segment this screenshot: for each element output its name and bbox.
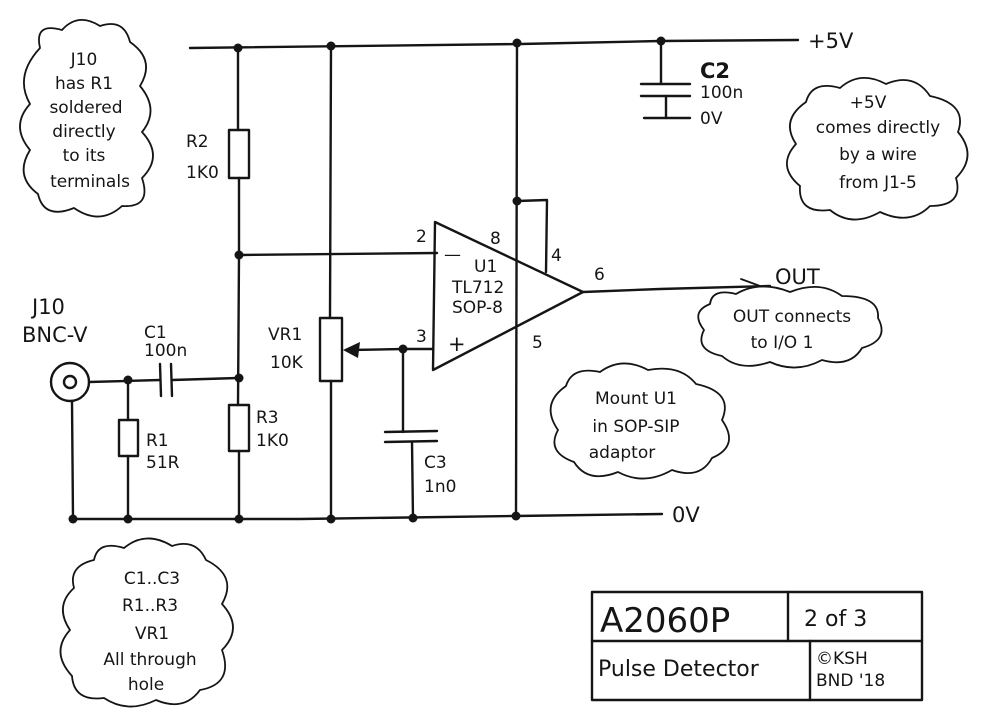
j10-note-line6: terminals (50, 172, 130, 192)
capacitor-c2: C2 100n 0V (639, 39, 743, 129)
u1-package: SOP-8 (452, 298, 503, 318)
c1-ref: C1 (144, 323, 167, 343)
out-note-line1: OUT connects (733, 307, 851, 327)
out-note-line2: to I/O 1 (751, 333, 814, 353)
j10-note-line2: has R1 (55, 74, 113, 94)
opamp-u1: — + U1 TL712 SOP-8 2 3 8 4 5 6 (416, 220, 605, 372)
j10-note-line5: to its (63, 146, 106, 166)
capacitor-c1: C1 100n (144, 323, 240, 398)
parts-note-line3: VR1 (135, 624, 169, 644)
resistor-r3: R3 1K0 (227, 253, 289, 521)
r3-value: 1K0 (256, 431, 289, 451)
pin-6: 6 (594, 265, 605, 285)
c1-value: 100n (144, 341, 187, 361)
vcc-rail-label: +5V (808, 29, 854, 53)
c2-neg: 0V (700, 109, 723, 129)
note-parts-cloud: C1..C3 R1..R3 VR1 All through hole (59, 537, 234, 708)
j10-note-line1: J10 (70, 50, 98, 70)
title-block: A2060P 2 of 3 Pulse Detector ©KSH BND '1… (590, 590, 924, 702)
r2-ref: R2 (186, 132, 209, 152)
r2-value: 1K0 (186, 163, 219, 183)
parts-note-line2: R1..R3 (122, 596, 178, 616)
u1-pin4-wire (515, 198, 549, 274)
vcc-note-line1: +5V (850, 93, 887, 113)
vr1-value: 10K (270, 353, 304, 373)
pin-4: 4 (551, 246, 562, 266)
potentiometer-vr1: VR1 10K (268, 44, 405, 521)
vcc-note-line4: from J1-5 (839, 173, 917, 193)
vcc-rail: +5V (188, 29, 854, 53)
j10-ref: J10 (30, 295, 65, 319)
drawing-title: Pulse Detector (598, 657, 760, 682)
j10-type: BNC-V (22, 323, 88, 347)
u1-part: TL712 (451, 278, 504, 298)
u1-minus: — (444, 245, 461, 265)
gnd-rail: 0V (70, 503, 700, 527)
c2-value: 100n (700, 83, 743, 103)
capacitor-c3: C3 1n0 (383, 347, 456, 521)
resistor-r2: R2 1K0 (186, 46, 251, 257)
r1-value: 51R (146, 453, 180, 473)
vr1-ref: VR1 (268, 325, 302, 345)
parts-note-line1: C1..C3 (124, 569, 180, 589)
r3-ref: R3 (256, 408, 279, 428)
vcc-note-line3: by a wire (839, 145, 917, 165)
vcc-note-line2: comes directly (816, 118, 940, 138)
gnd-rail-label: 0V (672, 503, 700, 527)
note-vcc-cloud: +5V comes directly by a wire from J1-5 (786, 77, 969, 221)
u1-plus: + (448, 332, 466, 356)
note-u1-cloud: Mount U1 in SOP-SIP adaptor (549, 362, 730, 480)
pin-3: 3 (416, 327, 427, 347)
resistor-r1: R1 51R (117, 378, 180, 521)
bnc-connector-j10: J10 BNC-V (22, 295, 162, 521)
drawing-number: A2060P (600, 601, 730, 641)
parts-note-line5: hole (128, 675, 164, 695)
u1-note-line2: in SOP-SIP (592, 417, 679, 437)
j10-note-line4: directly (52, 122, 115, 142)
output: OUT (581, 265, 820, 294)
note-j10-cloud: J10 has R1 soldered directly to its term… (19, 19, 154, 218)
pin-8: 8 (490, 229, 501, 249)
c3-ref: C3 (424, 453, 447, 473)
c2-ref: C2 (700, 59, 730, 83)
u1-note-line1: Mount U1 (595, 389, 677, 409)
r1-ref: R1 (146, 431, 169, 451)
c3-value: 1n0 (424, 477, 456, 497)
copyright: ©KSH (816, 649, 868, 669)
drawing-date: BND '18 (816, 671, 885, 691)
wire-to-pin2 (237, 251, 439, 257)
output-label: OUT (775, 265, 820, 289)
pin-5: 5 (532, 333, 543, 353)
j10-note-line3: soldered (49, 98, 122, 118)
pin-2: 2 (416, 227, 427, 247)
u1-ref: U1 (474, 257, 497, 277)
parts-note-line4: All through (103, 650, 196, 670)
sheet-number: 2 of 3 (804, 607, 867, 632)
junctions (68, 36, 666, 524)
u1-supply-column (514, 40, 519, 518)
u1-note-line3: adaptor (589, 443, 655, 463)
note-out-cloud: OUT connects to I/O 1 (697, 285, 883, 369)
